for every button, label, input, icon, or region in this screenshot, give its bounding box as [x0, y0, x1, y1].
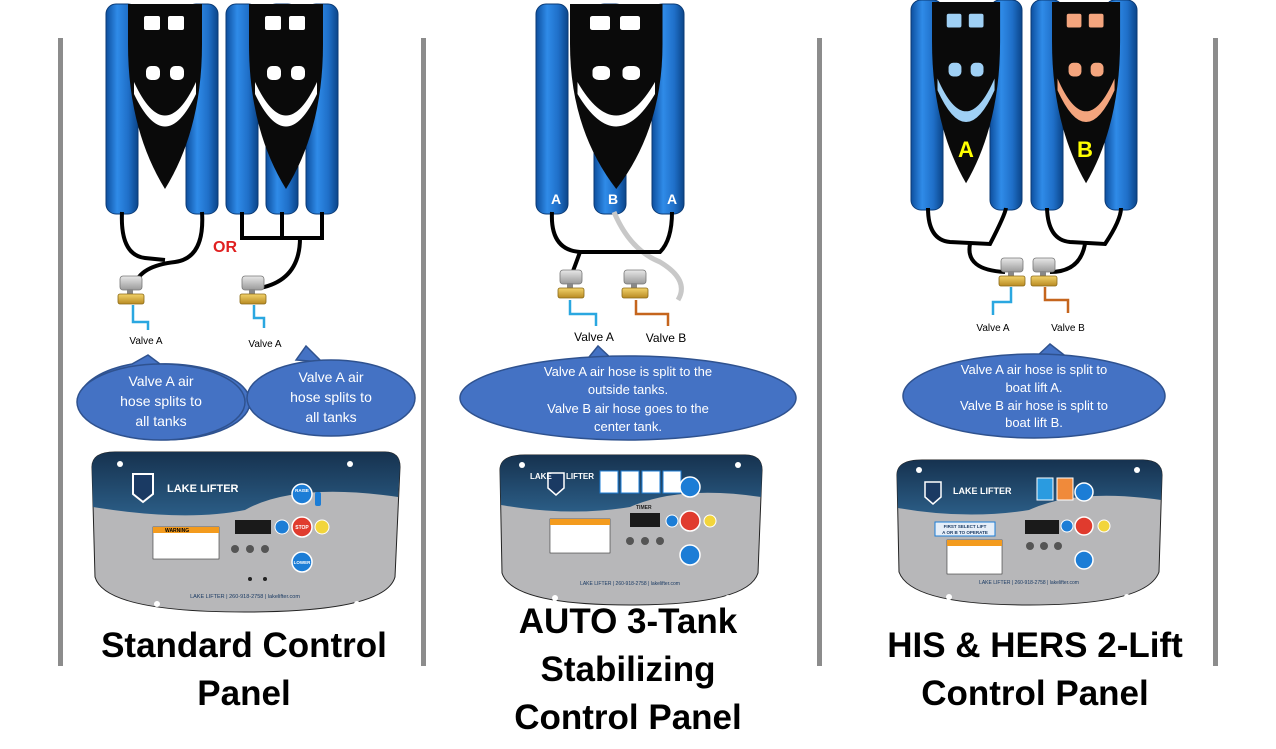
valve-a-label-1: Valve A: [129, 336, 162, 347]
control-panel-auto: LAKE LIFTER TIMER LAKE LIFTER | 260-918-…: [499, 454, 763, 606]
three-tank-config: [225, 3, 339, 290]
bubble-center-line-3: Valve B air hose goes to the: [547, 401, 709, 416]
svg-text:LAKE LIFTER | 260-918-2758 | l: LAKE LIFTER | 260-918-2758 | lakelifter.…: [580, 581, 680, 587]
svg-text:LAKE: LAKE: [530, 472, 552, 481]
bubble-his-hers-line-3: Valve B air hose is split to: [960, 398, 1108, 413]
boat-label-a: A: [958, 137, 974, 162]
panel-timer: TIMER: [636, 505, 652, 511]
panel-stop: STOP: [295, 525, 309, 531]
caption-his-hers-line-2: Control Panel: [921, 674, 1149, 713]
bubble-right-line-1: Valve A air: [298, 369, 363, 385]
callout-bubble-center: Valve A air hose is split to the outside…: [459, 344, 797, 441]
control-panel-standard: LAKE LIFTER WARNING RAISE STOP LOWER LAK…: [91, 451, 401, 613]
callout-bubble-left: Valve A air hose splits to all tanks: [76, 354, 251, 441]
bubble-center-line-4: center tank.: [594, 419, 662, 434]
bubble-left-line-3: all tanks: [135, 413, 186, 429]
bubble-his-hers-line-4: boat lift B.: [1005, 415, 1063, 430]
divider-mid-right: [817, 38, 822, 666]
control-panel-his-hers: LAKE LIFTER FIRST SELECT LIFT A OR B TO …: [896, 459, 1163, 606]
bubble-left-line-2: hose splits to: [120, 393, 202, 409]
caption-his-hers-line-1: HIS & HERS 2-Lift: [887, 626, 1183, 665]
valve-a-label-3: Valve A: [976, 323, 1009, 334]
callout-bubble-right: Valve A air hose splits to all tanks: [246, 344, 416, 437]
panel-brand: LAKE LIFTER: [167, 483, 239, 495]
divider-mid-left: [421, 38, 426, 666]
callout-bubble-right-section: Valve A air hose is split to boat lift A…: [902, 343, 1166, 439]
caption-auto: AUTO 3-Tank Stabilizing Control Panel: [428, 598, 828, 742]
bubble-right-line-3: all tanks: [305, 409, 356, 425]
divider-left: [58, 38, 63, 666]
valve-a-label: Valve A: [574, 330, 614, 344]
caption-his-hers: HIS & HERS 2-Lift Control Panel: [825, 622, 1245, 718]
svg-text:LIFTER: LIFTER: [566, 472, 594, 481]
or-label: OR: [213, 239, 237, 256]
section-his-hers: A B Valve A Valve B Valve A air hose is …: [896, 0, 1166, 606]
caption-standard-line-1: Standard Control: [101, 626, 387, 665]
panel-first-select-2: A OR B TO OPERATE: [942, 530, 988, 535]
two-tank-config: [105, 3, 219, 286]
bubble-center-line-1: Valve A air hose is split to the: [544, 364, 712, 379]
panel-footer: LAKE LIFTER | 260-918-2758 | lakelifter.…: [190, 594, 300, 600]
caption-standard-line-2: Panel: [197, 674, 291, 713]
caption-auto-line-3: Control Panel: [514, 698, 742, 737]
tank-label-right: A: [667, 191, 677, 207]
panel-first-select-1: FIRST SELECT LIFT: [944, 524, 987, 529]
panel-raise: RAISE: [295, 488, 309, 493]
svg-text:LAKE LIFTER | 260-918-2758 | l: LAKE LIFTER | 260-918-2758 | lakelifter.…: [979, 580, 1079, 586]
panel-lower: LOWER: [294, 560, 311, 565]
bubble-left-line-1: Valve A air: [128, 373, 193, 389]
bubble-right-line-2: hose splits to: [290, 389, 372, 405]
bubble-center-line-2: outside tanks.: [588, 382, 668, 397]
section-auto-3-tank: A B A Valve A Valve B Valve A air hose i…: [459, 3, 797, 606]
caption-auto-line-1: AUTO 3-Tank: [518, 602, 738, 641]
divider-right: [1213, 38, 1218, 666]
bubble-his-hers-line-1: Valve A air hose is split to: [961, 362, 1107, 377]
section-standard: OR Valve A Valve A Valve A air hose spli…: [76, 3, 416, 613]
valve-a-label-2: Valve A: [248, 339, 281, 350]
caption-auto-line-2: Stabilizing: [540, 650, 716, 689]
bubble-his-hers-line-2: boat lift A.: [1005, 380, 1062, 395]
boat-label-b: B: [1077, 137, 1093, 162]
tank-label-center: B: [608, 191, 618, 207]
panel-warning: WARNING: [165, 528, 189, 534]
valve-b-label-3: Valve B: [1051, 323, 1085, 334]
svg-text:LAKE LIFTER: LAKE LIFTER: [953, 486, 1012, 496]
valve-b-label: Valve B: [646, 331, 686, 345]
tank-label-left: A: [551, 191, 561, 207]
caption-standard: Standard Control Panel: [64, 622, 424, 718]
